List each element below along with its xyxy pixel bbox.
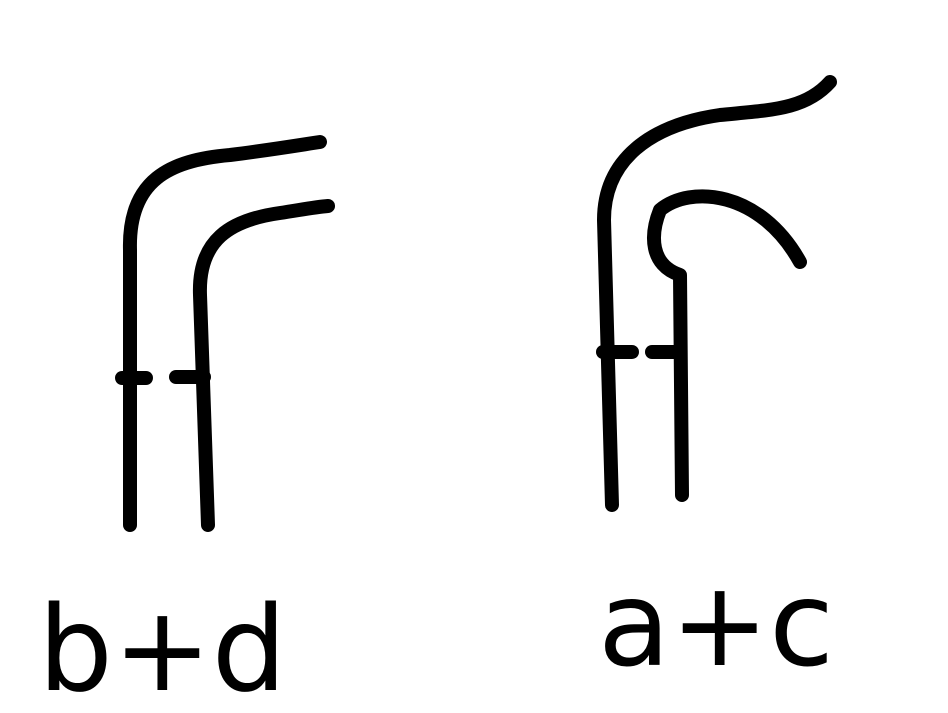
outer-curved-line [597,75,837,512]
figure-b-plus-d: b+d [38,135,335,713]
inner-hooked-line [647,189,807,502]
figure-label-b-plus-d: b+d [38,580,287,713]
figure-label-a-plus-c: a+c [598,555,834,693]
inner-curved-line [192,199,335,532]
figure-a-plus-c: a+c [596,75,837,693]
outer-curved-line [122,135,327,532]
